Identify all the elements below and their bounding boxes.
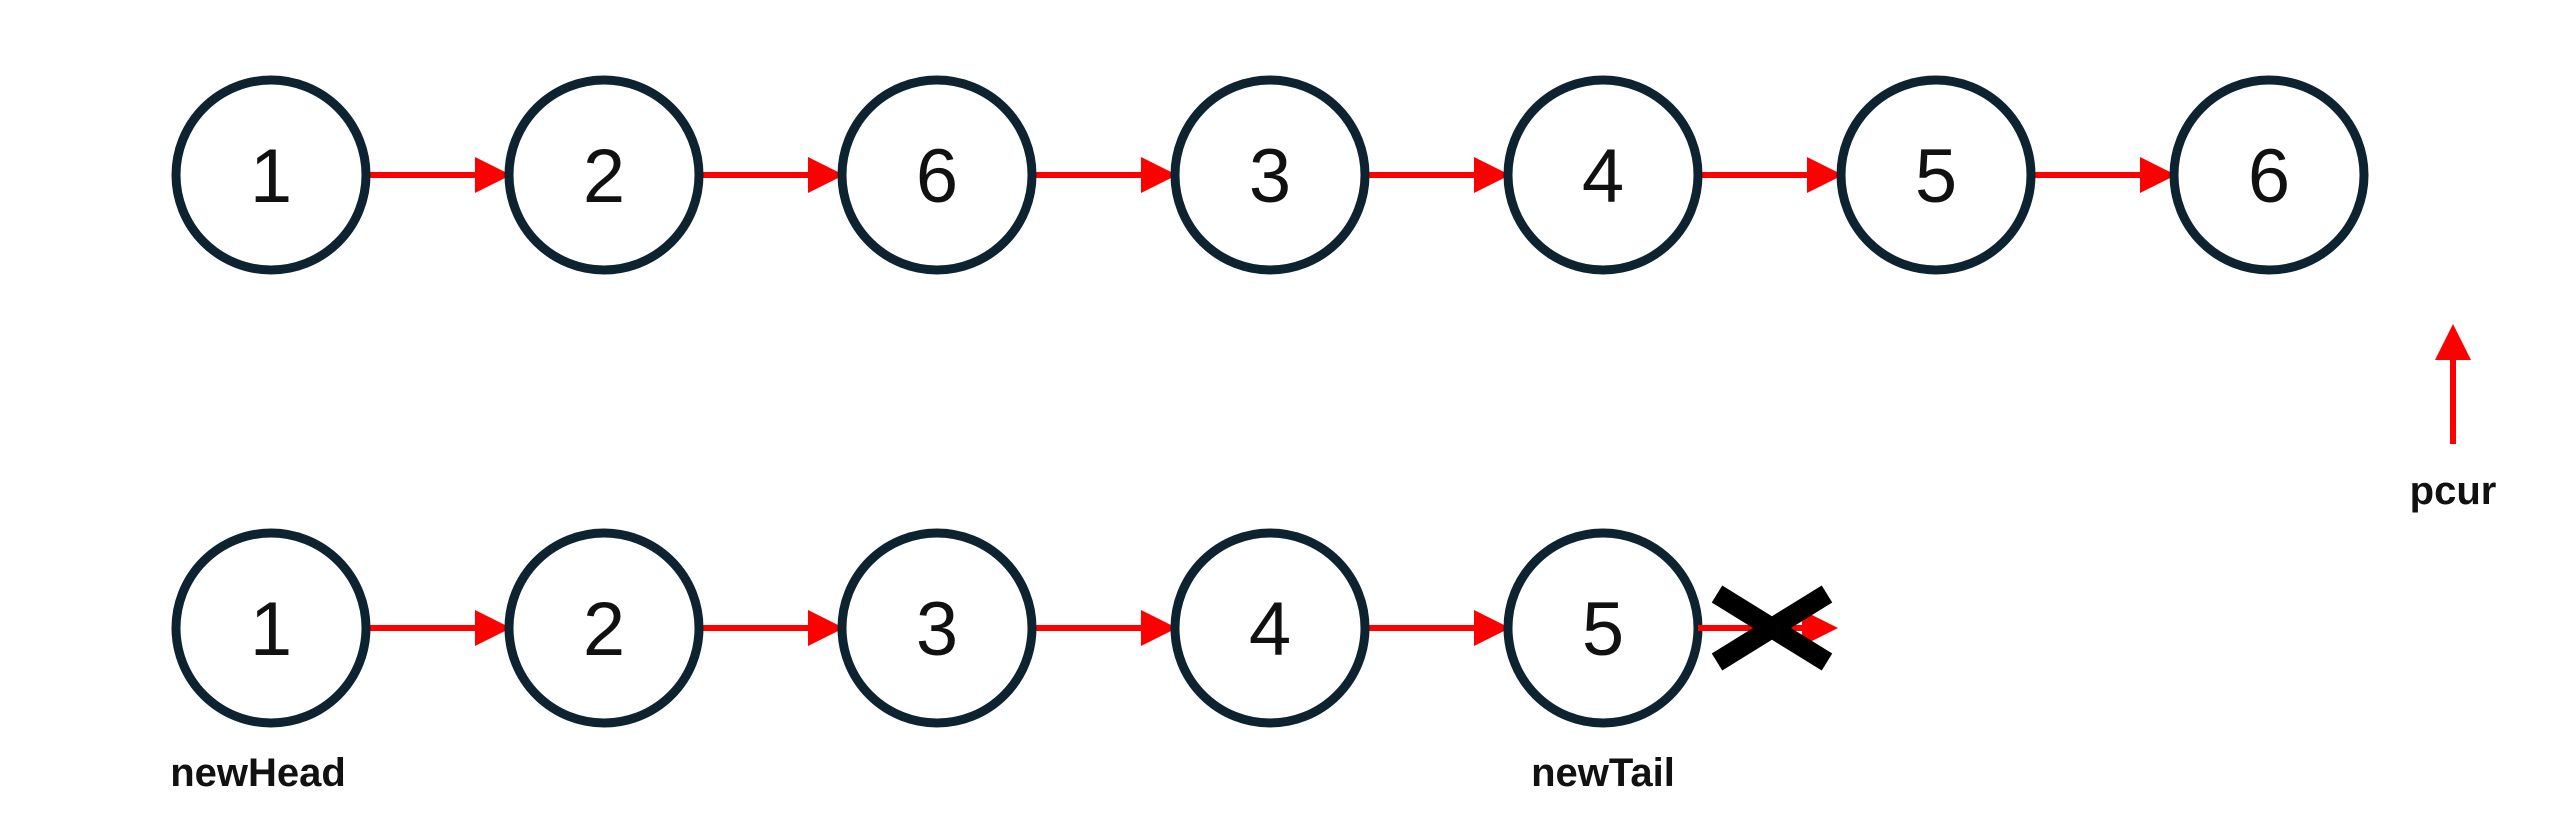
cross-icon: [1711, 585, 1833, 671]
node-value: 4: [1249, 587, 1291, 672]
node-circle: [504, 75, 704, 275]
list-node: 4: [1503, 75, 1703, 275]
list-node: 3: [837, 528, 1037, 728]
pcur-label: pcur: [2410, 469, 2497, 513]
node-value: 2: [583, 134, 625, 219]
node-circle: [1170, 528, 1370, 728]
list-node: 1: [171, 75, 371, 275]
node-value: 6: [2248, 134, 2290, 219]
node-circle: [171, 75, 371, 275]
list-node: 6: [837, 75, 1037, 275]
list-node: 2: [504, 75, 704, 275]
new-tail-label: newTail: [1531, 751, 1675, 795]
node-circle: [1836, 75, 2036, 275]
node-circle: [171, 528, 371, 728]
node-value: 3: [916, 587, 958, 672]
node-value: 2: [583, 587, 625, 672]
list-node: 6: [2169, 75, 2369, 275]
node-value: 1: [250, 587, 292, 672]
node-value: 3: [1249, 134, 1291, 219]
node-value: 1: [250, 134, 292, 219]
node-circle: [504, 528, 704, 728]
node-value: 4: [1582, 134, 1624, 219]
list-node: 5: [1836, 75, 2036, 275]
new-list: 1 2 3 4 5: [171, 528, 1703, 728]
node-value: 5: [1915, 134, 1957, 219]
list-node: 3: [1170, 75, 1370, 275]
list-node: 1: [171, 528, 371, 728]
list-node: 2: [504, 528, 704, 728]
node-circle: [837, 75, 1037, 275]
list-node: 4: [1170, 528, 1370, 728]
node-circle: [2169, 75, 2369, 275]
node-circle: [837, 528, 1037, 728]
new-head-label: newHead: [170, 751, 346, 795]
node-circle: [1503, 75, 1703, 275]
list-node: 5: [1503, 528, 1703, 728]
node-value: 6: [916, 134, 958, 219]
original-list: 1 2 6 3 4 5 6: [171, 75, 2369, 275]
node-circle: [1170, 75, 1370, 275]
node-value: 5: [1582, 587, 1624, 672]
